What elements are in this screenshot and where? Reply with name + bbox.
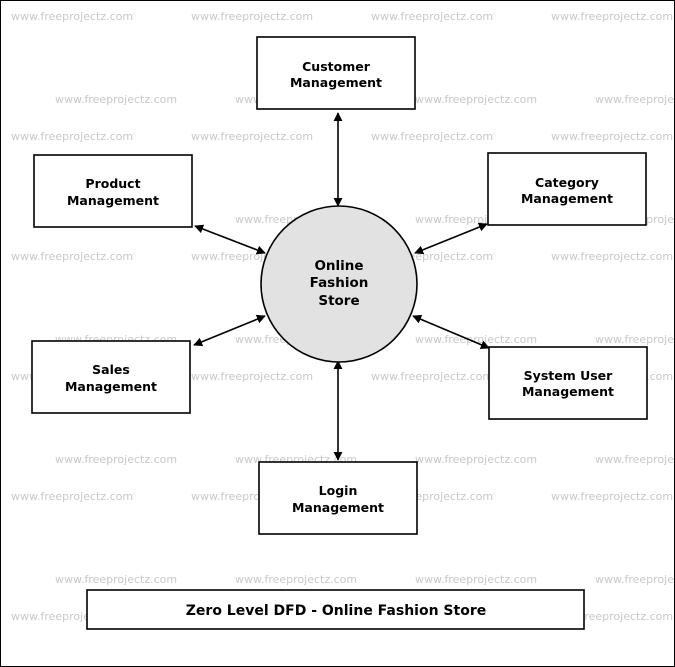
entity-label-line-2: Management xyxy=(65,379,157,394)
watermark-text: www.freeprojectz.com xyxy=(551,490,673,503)
entity-label-line-2: Management xyxy=(290,75,382,90)
caption-box xyxy=(86,589,585,630)
diagram-caption: Zero Level DFD - Online Fashion Store xyxy=(86,589,585,630)
watermark-text: www.freeprojectz.com xyxy=(415,573,537,586)
entity-label-line-1: Category xyxy=(535,175,599,190)
watermark-text: www.freeprojectz.com xyxy=(371,130,493,143)
entity-label-line-2: Management xyxy=(522,384,614,399)
watermark-text: www.freeprojectz.com xyxy=(191,370,313,383)
watermark-text: www.freeprojectz.com xyxy=(11,130,133,143)
entity-login-management: Login Management xyxy=(258,461,418,535)
process-online-fashion-store: Online Fashion Store xyxy=(260,205,418,363)
entity-label-line-1: Sales xyxy=(92,362,130,377)
flow-category xyxy=(414,222,488,255)
entity-system-user-management: System User Management xyxy=(488,346,648,420)
flow-system-user xyxy=(412,314,490,350)
watermark-text: www.freeprojectz.com xyxy=(595,453,674,466)
flow-sales xyxy=(193,314,266,347)
watermark-text: www.freeprojectz.com xyxy=(11,490,133,503)
entity-label-line-1: Customer xyxy=(302,59,371,74)
entity-box xyxy=(487,152,647,226)
watermark-text: www.freeprojectz.com xyxy=(415,453,537,466)
entity-box xyxy=(488,346,648,420)
entity-label-line-2: Management xyxy=(521,191,613,206)
watermark-text: www.freeprojectz.com xyxy=(371,370,493,383)
flow-product xyxy=(194,224,266,255)
watermark-text: www.freeprojectz.com xyxy=(235,573,357,586)
process-label-line-1: Online xyxy=(314,258,363,274)
watermark-text: www.freeprojectz.com xyxy=(415,333,537,346)
watermark-text: www.freeprojectz.com xyxy=(11,10,133,23)
watermark-text: www.freeprojectz.com xyxy=(55,573,177,586)
watermark-text: www.freeprojectz.com xyxy=(371,10,493,23)
entity-label-line-1: System User xyxy=(524,368,613,383)
watermark-text: www.freeprojectz.com xyxy=(595,573,674,586)
entity-label-line-2: Management xyxy=(67,193,159,208)
watermark-text: www.freeprojectz.com xyxy=(415,93,537,106)
process-label-line-2: Fashion xyxy=(310,275,369,291)
watermark-text: www.freeprojectz.com xyxy=(11,250,133,263)
watermark-text: www.freeprojectz.com xyxy=(595,93,674,106)
watermark-text: www.freeprojectz.com xyxy=(551,250,673,263)
watermark-text: www.freeprojectz.com xyxy=(595,333,674,346)
entity-label-line-1: Product xyxy=(85,176,140,191)
entity-product-management: Product Management xyxy=(33,154,193,228)
watermark-text: www.freeprojectz.com xyxy=(551,130,673,143)
entity-sales-management: Sales Management xyxy=(31,340,191,414)
entity-box xyxy=(256,36,416,110)
entity-label-line-2: Management xyxy=(292,500,384,515)
entity-box xyxy=(258,461,418,535)
caption-text: Zero Level DFD - Online Fashion Store xyxy=(186,603,486,619)
watermark-text: www.freeprojectz.com xyxy=(55,453,177,466)
entity-category-management: Category Management xyxy=(487,152,647,226)
entity-box xyxy=(31,340,191,414)
process-circle xyxy=(260,205,418,363)
watermark-text: www.freeprojectz.com xyxy=(191,130,313,143)
entity-customer-management: Customer Management xyxy=(256,36,416,110)
entity-box xyxy=(33,154,193,228)
watermark-text: www.freeprojectz.com xyxy=(551,10,673,23)
process-label-line-3: Store xyxy=(318,293,359,309)
entity-label-line-1: Login xyxy=(319,483,358,498)
watermark-text: www.freeprojectz.com xyxy=(191,10,313,23)
watermark-text: www.freeprojectz.com xyxy=(55,93,177,106)
